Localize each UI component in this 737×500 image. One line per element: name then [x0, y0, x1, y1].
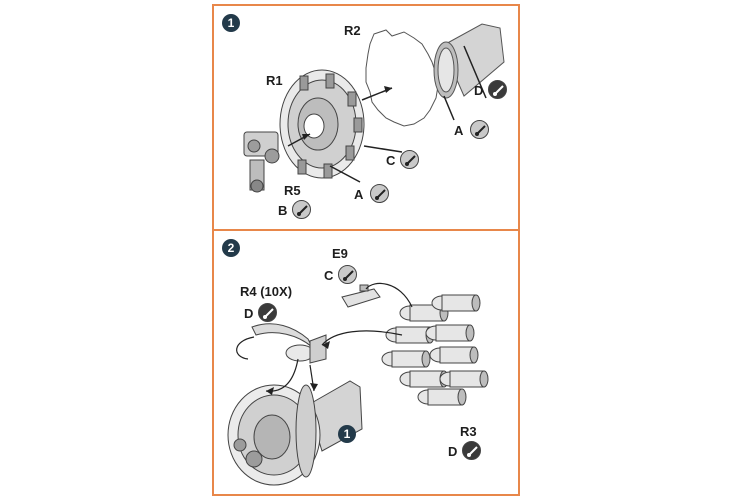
callout-letter-a-right: A [454, 123, 464, 138]
paint-swatch-d [488, 80, 507, 99]
step-2-panel: 2 [212, 229, 520, 496]
r2-cover-disc [365, 29, 439, 127]
paint-swatch-a-right [470, 120, 489, 139]
paint-brush-icon [375, 189, 386, 200]
callout-letter-d-r4: D [244, 306, 254, 321]
callout-letter-b: B [278, 203, 288, 218]
callout-letter-d: D [474, 83, 484, 98]
paint-swatch-c [400, 150, 419, 169]
exhaust-cone [433, 23, 505, 99]
step-1-badge: 1 [222, 14, 240, 32]
paint-swatch-d-r3 [462, 441, 481, 460]
part-label-r5: R5 [284, 183, 301, 198]
step-2-badge: 2 [222, 239, 240, 257]
step-1-illustration [243, 23, 505, 193]
callout-letter-c: C [386, 153, 396, 168]
callout-letter-a-center: A [354, 187, 364, 202]
accessory-gearbox [243, 131, 280, 193]
e9-part [341, 284, 381, 308]
part-label-e9: E9 [332, 246, 348, 261]
paint-swatch-c [338, 265, 357, 284]
part-label-r2: R2 [344, 23, 361, 38]
r1-engine-front [279, 69, 365, 179]
callout-letter-c: C [324, 268, 334, 283]
paint-brush-icon [297, 205, 308, 216]
paint-brush-icon [467, 446, 478, 457]
part-label-r1: R1 [266, 73, 283, 88]
paint-brush-icon [493, 85, 504, 96]
arrow-heads [302, 86, 392, 140]
r4-blade [251, 323, 327, 364]
paint-brush-icon [343, 270, 354, 281]
paint-brush-icon [475, 125, 486, 136]
subassembly-ref-badge: 1 [338, 425, 356, 443]
paint-swatch-d-r4 [258, 303, 277, 322]
paint-brush-icon [263, 308, 274, 319]
paint-swatch-b [292, 200, 311, 219]
step-1-panel: 1 [212, 4, 520, 231]
part-label-r4: R4 (10X) [240, 284, 293, 299]
part-label-r3: R3 [460, 424, 477, 439]
callout-letter-d-r3: D [448, 444, 458, 459]
paint-swatch-a-center [370, 184, 389, 203]
arrow-heads [266, 341, 330, 395]
paint-brush-icon [405, 155, 416, 166]
flame-can-cluster [381, 294, 489, 406]
assembly-arrows [287, 45, 487, 183]
